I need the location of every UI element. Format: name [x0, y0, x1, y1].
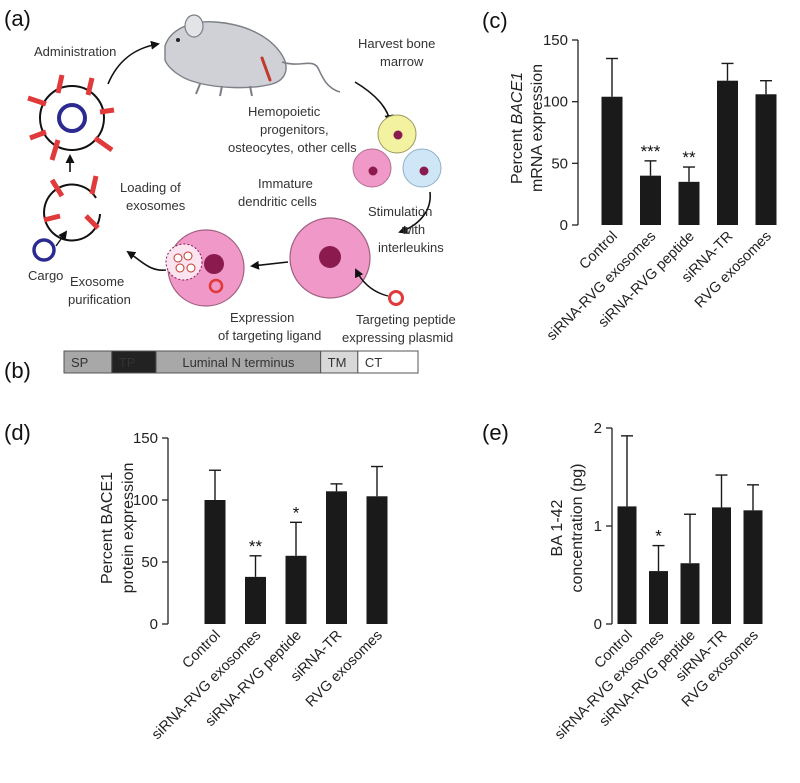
bar — [743, 510, 763, 624]
y-tick-label: 2 — [594, 420, 602, 437]
bar — [755, 94, 777, 226]
bar — [601, 96, 623, 225]
label-targeting-line1: Targeting peptide — [356, 312, 456, 327]
category-label: RVG exosomes — [303, 628, 386, 711]
chart-e-ylabel-line2: concentration (pg) — [569, 464, 586, 593]
protein-segment-label: SP — [71, 355, 88, 370]
y-tick-label: 0 — [150, 616, 158, 633]
bar — [640, 175, 661, 225]
protein-segment-label: Luminal N terminus — [182, 355, 294, 370]
chart-c-ylabel: Percent BACE1 mRNA expression — [509, 64, 546, 192]
exosome-empty-icon — [43, 175, 101, 242]
bar — [617, 506, 637, 624]
label-stimulation-line3: interleukins — [378, 240, 444, 255]
chart-d-ylabel-line2: protein expression — [120, 463, 137, 594]
bar — [678, 181, 700, 225]
significance-marker: * — [293, 503, 300, 522]
protein-segment-label: TP — [119, 355, 136, 370]
protein-segment-label: TM — [328, 355, 347, 370]
label-cargo: Cargo — [28, 268, 63, 283]
y-tick-label: 50 — [141, 554, 158, 571]
progenitor-cells-icon — [352, 114, 442, 188]
y-tick-label: 150 — [543, 32, 568, 49]
label-immature-line2: dendritic cells — [238, 194, 317, 209]
label-targeting-line2: expressing plasmid — [342, 330, 453, 345]
panel-a-diagram: (a) Administration — [4, 6, 456, 345]
label-immature-line1: Immature — [258, 176, 313, 191]
panel-c-letter: (c) — [482, 8, 508, 33]
label-stimulation-line2: with — [401, 222, 425, 237]
bar — [712, 507, 731, 624]
y-tick-label: 100 — [133, 492, 158, 509]
label-administration: Administration — [34, 44, 116, 59]
label-purification-line1: Exosome — [70, 274, 124, 289]
chart-d-ylabel-line1: Percent BACE1 — [99, 472, 116, 584]
y-tick-label: 150 — [133, 430, 158, 447]
significance-marker: * — [655, 527, 662, 546]
bar — [285, 555, 307, 624]
label-hemopoietic-line3: osteocytes, other cells — [228, 140, 357, 155]
panel-a-letter: (a) — [4, 6, 31, 31]
bar — [245, 576, 266, 624]
label-purification-line2: purification — [68, 292, 131, 307]
y-tick-label: 100 — [543, 94, 568, 111]
y-tick-label: 0 — [560, 217, 568, 234]
chart-c-ylabel-line1: Percent BACE1 — [509, 72, 526, 184]
significance-marker: *** — [641, 142, 661, 161]
label-stimulation-line1: Stimulation — [368, 204, 432, 219]
y-tick-label: 1 — [594, 518, 602, 535]
significance-marker: ** — [682, 148, 696, 167]
protein-segment-label: CT — [365, 355, 382, 370]
label-harvest-line2: marrow — [380, 54, 424, 69]
cargo-ring-blue — [57, 103, 87, 133]
transfected-dendritic-cell-icon — [165, 229, 245, 307]
significance-marker: ** — [249, 537, 263, 556]
chart-e-ylabel-line1: BA 1-42 — [549, 499, 566, 556]
dendritic-cell-icon — [289, 217, 371, 299]
protein-segment — [357, 350, 419, 374]
panel-d-letter: (d) — [4, 420, 31, 445]
plasmid-ring-icon — [388, 290, 404, 306]
label-hemopoietic-line1: Hemopoietic — [248, 104, 321, 119]
y-tick-label: 0 — [594, 616, 602, 633]
label-expression-line1: Expression — [230, 310, 294, 325]
exosome-decorated-icon — [27, 74, 115, 161]
bar — [366, 496, 388, 624]
bar — [326, 491, 347, 624]
bar — [717, 80, 738, 225]
label-hemopoietic-line2: progenitors, — [260, 122, 329, 137]
bar — [204, 500, 226, 624]
chart-c-ylabel-line2: mRNA expression — [529, 64, 546, 192]
cargo-ring-icon — [32, 238, 56, 262]
bar — [649, 571, 668, 624]
panel-b-letter: (b) — [4, 358, 31, 383]
y-tick-label: 50 — [551, 155, 568, 172]
mouse-icon — [164, 14, 341, 97]
bar — [680, 563, 700, 624]
label-loading-line1: Loading of — [120, 180, 181, 195]
label-loading-line2: exosomes — [126, 198, 186, 213]
protein-segments: SP TP Luminal N terminus TM CT — [63, 350, 419, 374]
panel-b-protein-diagram: (b) SP TP Luminal N terminus TM CT — [4, 350, 419, 383]
label-harvest-line1: Harvest bone — [358, 36, 435, 51]
panel-e-letter: (e) — [482, 420, 509, 445]
label-expression-line2: of targeting ligand — [218, 328, 321, 343]
